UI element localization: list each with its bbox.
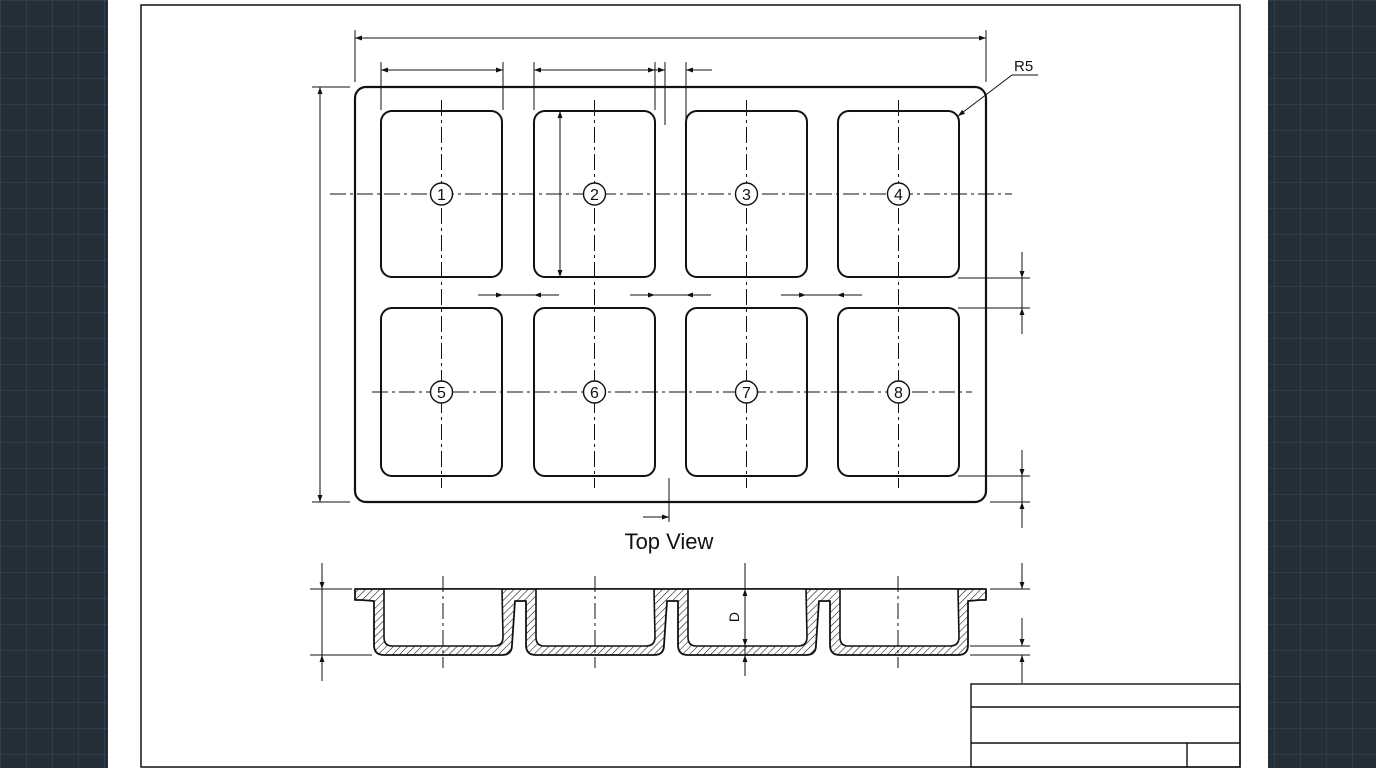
depth-label: D — [726, 612, 742, 622]
section-dimensions — [310, 563, 1030, 683]
compartment-balloon: 7 — [734, 380, 759, 404]
compartment-number: 4 — [894, 187, 903, 204]
drawing-sheet: 1 2 3 4 5 6 7 8 — [108, 0, 1268, 768]
compartment-balloons: 1 2 3 4 5 6 7 8 — [429, 182, 911, 404]
compartment-balloon: 2 — [582, 182, 607, 206]
compartment-balloon: 3 — [734, 182, 759, 206]
technical-drawing: 1 2 3 4 5 6 7 8 — [140, 4, 1241, 768]
compartment-number: 1 — [437, 187, 446, 204]
tray-outline — [353, 85, 988, 504]
compartment-balloon: 6 — [582, 380, 607, 404]
compartment-number: 8 — [894, 385, 903, 402]
top-view-dimensions — [312, 30, 1038, 528]
pocket-cavities — [383, 588, 960, 647]
compartment-balloon: 1 — [429, 182, 454, 206]
compartment-number: 5 — [437, 385, 446, 402]
center-lines — [330, 100, 1012, 488]
compartment-balloon: 5 — [429, 380, 454, 404]
view-caption: Top View — [625, 529, 714, 554]
compartment-number: 7 — [742, 385, 751, 402]
section-profile — [354, 588, 987, 656]
compartment-number: 6 — [590, 385, 599, 402]
compartment-number: 2 — [590, 187, 599, 204]
radius-note: R5 — [1014, 58, 1033, 75]
section-centerlines — [442, 576, 899, 668]
pocket-outlines — [380, 110, 960, 477]
section-view: D — [310, 563, 1030, 683]
compartment-balloon: 8 — [886, 380, 911, 404]
sheet-border — [140, 4, 1241, 768]
title-block — [970, 683, 1241, 768]
compartment-balloon: 4 — [886, 182, 911, 206]
compartment-number: 3 — [742, 187, 751, 204]
